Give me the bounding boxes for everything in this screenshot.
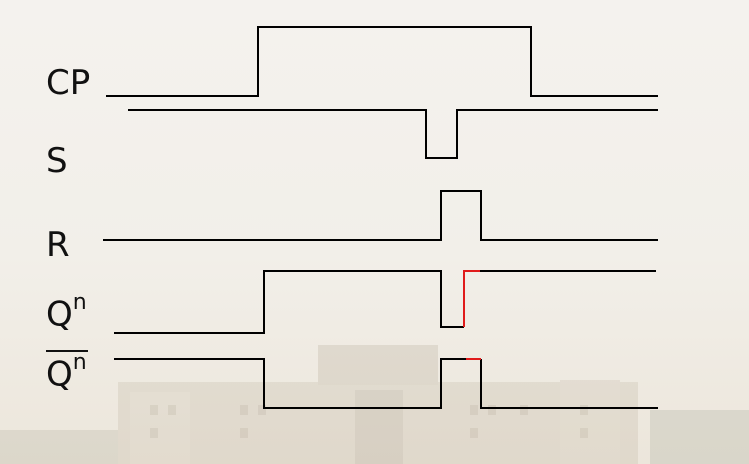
building-wing-right xyxy=(560,380,620,464)
s-waveform xyxy=(128,109,658,159)
qn-bar-overline xyxy=(46,350,88,352)
signal-label-r-text: R xyxy=(46,225,70,265)
trees-left xyxy=(0,430,118,464)
signal-label-qn: Qn xyxy=(46,292,87,335)
signal-label-cp-text: CP xyxy=(46,63,91,103)
qn-bar-waveform-end xyxy=(480,359,658,409)
signal-label-r: R xyxy=(46,228,70,262)
trees-right xyxy=(650,410,749,464)
signal-label-qn-text: Q xyxy=(46,294,73,335)
signal-label-s-text: S xyxy=(46,141,68,181)
qn-transition-highlight xyxy=(463,270,480,327)
r-waveform xyxy=(103,190,658,241)
cp-waveform xyxy=(106,26,658,97)
qn-waveform xyxy=(114,270,464,334)
signal-label-qn-superscript: n xyxy=(72,290,87,315)
signal-label-qn-bar-superscript: n xyxy=(72,350,87,375)
signal-label-cp: CP xyxy=(46,66,90,100)
signal-label-qn-bar: Qn xyxy=(46,352,87,395)
qn-bar-waveform xyxy=(114,358,466,409)
signal-label-s: S xyxy=(46,144,68,178)
building-wing-left xyxy=(130,392,190,464)
building-entrance xyxy=(355,390,403,464)
signal-label-qn-bar-text: Q xyxy=(46,354,73,395)
building-base xyxy=(118,382,638,464)
building-tower xyxy=(318,345,438,385)
